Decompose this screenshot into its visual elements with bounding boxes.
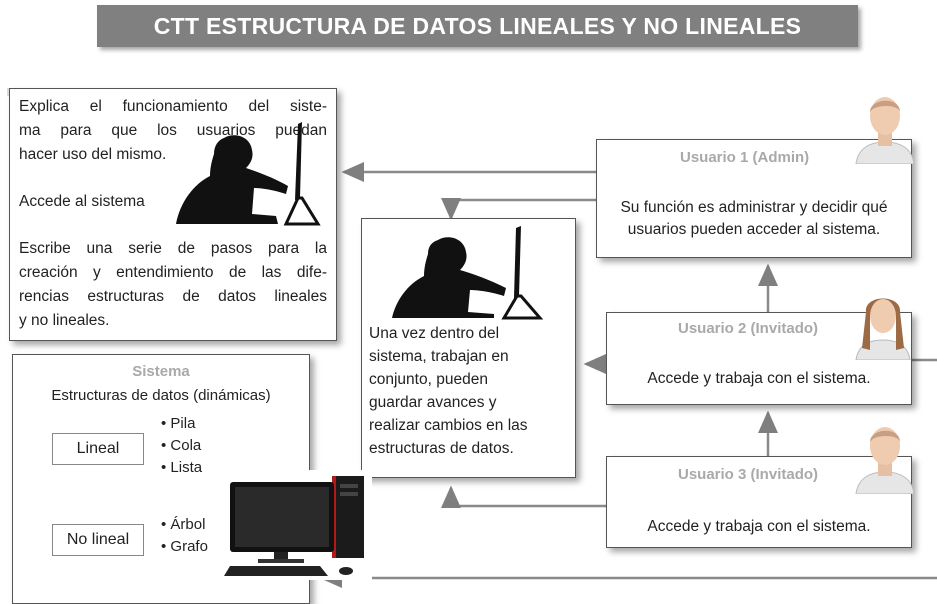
- male-user-avatar-icon: [855, 97, 915, 164]
- collab-line-6: estructuras de datos.: [369, 440, 514, 457]
- user3-box: [606, 456, 912, 548]
- instructions-box: [9, 88, 337, 341]
- desktop-computer-icon: [222, 470, 372, 580]
- lineal-box: Lineal: [52, 433, 144, 465]
- person-at-computer-icon: [392, 226, 544, 320]
- instructions-line-5: creación y entendimiento de las dife-: [19, 264, 327, 281]
- instructions-line-4: Escribe una serie de pasos para la: [19, 240, 327, 257]
- instructions-line-6: rencias estructuras de datos lineales: [19, 288, 327, 305]
- accede-label: Accede al sistema: [19, 193, 145, 210]
- collaboration-box: [361, 218, 576, 478]
- lineal-item: Lista: [161, 457, 202, 479]
- collab-line-3: conjunto, pueden: [369, 371, 488, 388]
- instructions-line-3: hacer uso del mismo.: [19, 146, 167, 163]
- instructions-line-7: y no lineales.: [19, 312, 110, 329]
- nolineal-items: Árbol Grafo: [161, 514, 208, 558]
- arrow-user1-to-center: [441, 198, 596, 221]
- system-subtitle: Estructuras de datos (dinámicas): [51, 387, 271, 404]
- system-title: Sistema: [132, 363, 190, 380]
- lineal-items: Pila Cola Lista: [161, 413, 202, 479]
- nolineal-box: No lineal: [52, 524, 144, 556]
- collab-line-5: realizar cambios en las: [369, 417, 528, 434]
- arrow-user3-to-center: [441, 485, 606, 508]
- nolineal-item: Árbol: [161, 514, 208, 536]
- user3-desc: Accede y trabaja con el sistema.: [647, 518, 871, 535]
- user2-title: Usuario 2 (Invitado): [678, 320, 819, 337]
- instructions-line-1: Explica el funcionamiento del siste-: [19, 98, 327, 115]
- user1-desc-line-2: usuarios pueden acceder al sistema.: [627, 221, 881, 238]
- female-user-avatar-icon: [855, 298, 911, 360]
- collab-line-4: guardar avances y: [369, 394, 497, 411]
- lineal-item: Pila: [161, 413, 202, 435]
- person-at-computer-icon: [176, 122, 321, 226]
- nolineal-item: Grafo: [161, 536, 208, 558]
- user1-desc-line-1: Su función es administrar y decidir qué: [620, 199, 888, 216]
- male-user-avatar-icon: [855, 427, 915, 494]
- page-title: CTT ESTRUCTURA DE DATOS LINEALES Y NO LI…: [97, 5, 858, 47]
- user1-title: Usuario 1 (Admin): [680, 149, 810, 166]
- lineal-item: Cola: [161, 435, 202, 457]
- collab-line-1: Una vez dentro del: [369, 325, 500, 342]
- collab-line-2: sistema, trabajan en: [369, 348, 509, 365]
- user2-desc: Accede y trabaja con el sistema.: [647, 370, 871, 387]
- user3-title: Usuario 3 (Invitado): [678, 466, 819, 483]
- instructions-line-2: ma para que los usuarios puedan: [19, 122, 327, 139]
